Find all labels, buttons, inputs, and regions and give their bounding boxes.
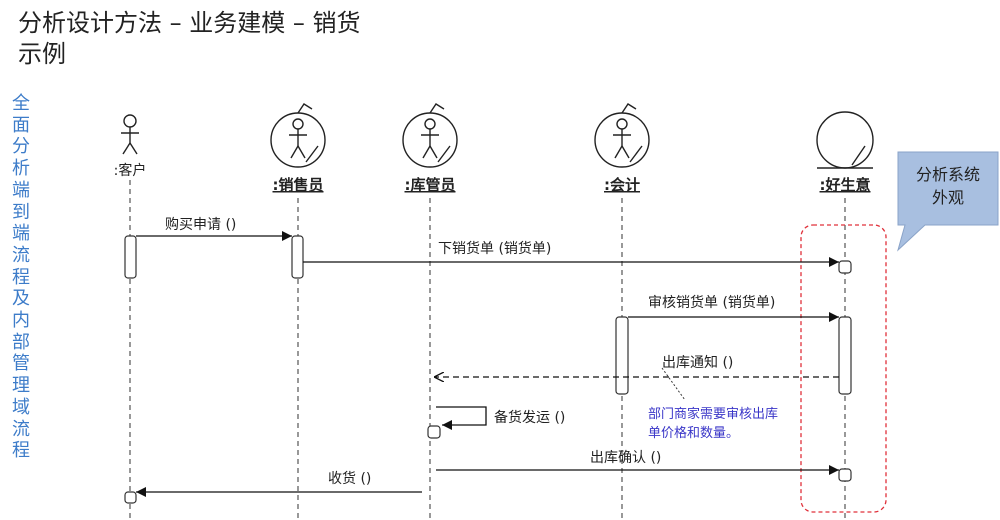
activation-customer-1 [124,235,137,279]
actor-label-customer: :客户 [114,162,147,179]
message-label-prepare-ship: 备货发运 () [494,409,565,426]
accountant-worker-icon [594,103,650,168]
note-line-1: 部门商家需要审核出库 [648,406,778,422]
message-arrow-prepare-ship [436,406,487,430]
message-label-receive: 收货 () [328,470,371,487]
message-label-purchase: 购买申请 () [165,217,236,233]
actor-label-accountant: :会计 [604,176,640,194]
message-label-review-order: 审核销货单 (销货单) [648,294,775,311]
activation-system-point-2 [838,468,852,482]
customer-actor-icon [121,114,139,155]
system-entity-icon [816,111,874,169]
actor-label-sales: :销售员 [273,176,324,194]
page-title: 分析设计方法 – 业务建模 – 销货 示例 [18,8,361,70]
activation-customer-point [124,491,137,504]
sales-worker-icon [270,103,326,168]
actor-label-system: :好生意 [820,176,871,194]
message-label-outbound-confirm: 出库确认 () [590,450,661,466]
message-label-place-order: 下销货单 (销货单) [438,240,551,257]
side-label: 全面分析端到端流程及内部管理域流程 [12,93,30,462]
system-highlight-box [800,224,887,513]
activation-accountant-1 [615,316,629,395]
activation-sales-1 [291,235,304,279]
note-line-2: 单价格和数量。 [648,425,739,441]
warehouse-worker-icon [402,103,458,168]
note-connector [661,367,686,401]
activation-warehouse-point [427,425,441,439]
activation-system-point-1 [838,260,852,274]
message-label-outbound-notice: 出库通知 () [662,354,733,371]
callout-line-2: 外观 [932,188,964,207]
activation-system-1 [838,316,852,395]
system-facade-callout: 分析系统 外观 [897,151,999,252]
title-line-2: 示例 [18,40,66,68]
callout-line-1: 分析系统 [916,165,980,184]
actor-label-warehouse: :库管员 [405,176,456,194]
title-line-1: 分析设计方法 – 业务建模 – 销货 [18,9,361,37]
